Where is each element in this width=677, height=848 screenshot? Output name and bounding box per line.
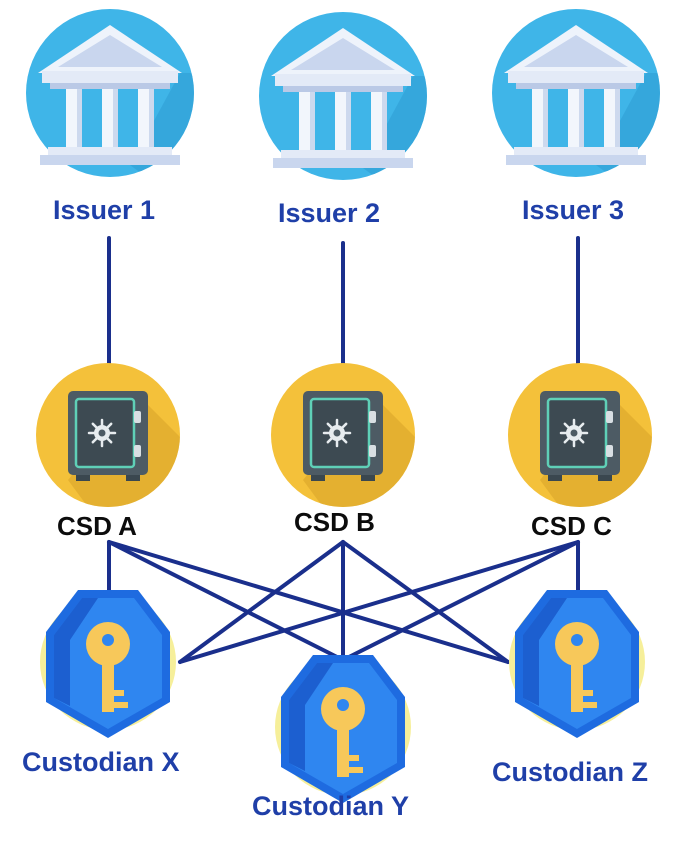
edge-csd-b-to-custodian-x	[178, 540, 345, 664]
edge-csd-a-to-custodian-z	[107, 540, 510, 664]
key-shield-icon	[275, 655, 411, 803]
safe-vault-icon	[271, 363, 415, 507]
bank-building-icon	[492, 9, 660, 177]
key-shield-icon	[509, 590, 645, 738]
custodian-y-label: Custodian Y	[252, 791, 410, 821]
custodian-z-label: Custodian Z	[492, 757, 648, 787]
edge-csd-c-to-custodian-x	[178, 540, 580, 664]
custodian-x-label: Custodian X	[22, 747, 180, 777]
connector-lines	[107, 236, 580, 664]
nodes	[26, 9, 660, 803]
bank-building-icon	[259, 12, 427, 180]
edge-csd-a-to-custodian-y	[107, 540, 345, 662]
edge-csd-b-to-custodian-z	[341, 540, 510, 664]
safe-vault-icon	[36, 363, 180, 507]
issuer-3-label: Issuer 3	[522, 195, 625, 225]
safe-vault-icon	[508, 363, 652, 507]
issuer-2-label: Issuer 2	[278, 198, 381, 228]
csd-a-label: CSD A	[57, 511, 137, 541]
csd-b-label: CSD B	[294, 507, 375, 537]
bank-building-icon	[26, 9, 194, 177]
key-shield-icon	[40, 590, 176, 738]
issuer-1-label: Issuer 1	[53, 195, 156, 225]
edge-csd-c-to-custodian-y	[341, 540, 580, 662]
csd-c-label: CSD C	[531, 511, 612, 541]
